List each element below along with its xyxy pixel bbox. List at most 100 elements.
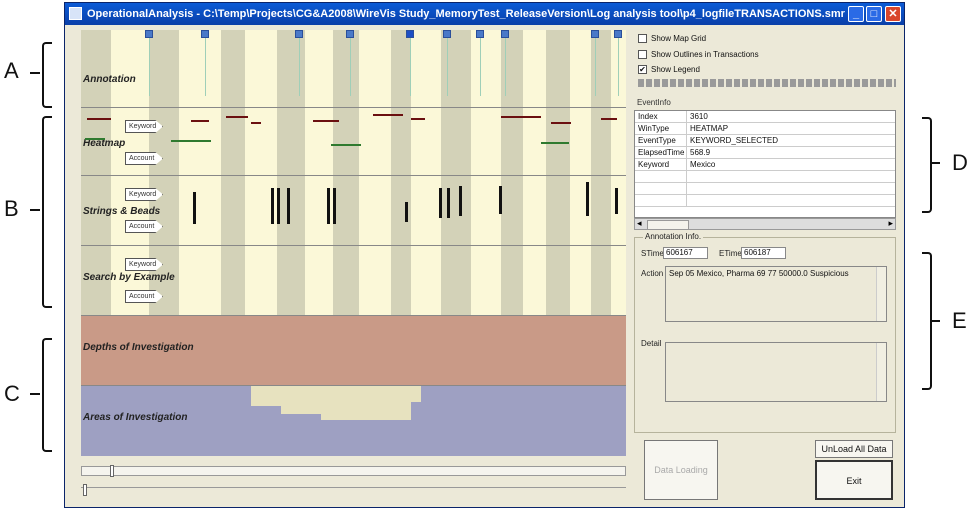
detail-textarea[interactable]: [665, 342, 887, 402]
event-info-value: 3610: [690, 112, 708, 121]
title-bar[interactable]: OperationalAnalysis - C:\Temp\Projects\C…: [65, 3, 904, 25]
scroll-left-icon[interactable]: ◂: [637, 218, 642, 228]
legend-checkbox[interactable]: ✔: [638, 65, 647, 75]
annotation-marker[interactable]: [201, 30, 209, 38]
event-info-value: HEATMAP: [690, 124, 729, 133]
annotation-marker[interactable]: [501, 30, 509, 38]
event-info-value: KEYWORD_SELECTED: [690, 136, 779, 145]
heatmap-cell: [601, 118, 617, 120]
heatmap-band-label: Heatmap: [83, 138, 126, 149]
event-info-empty-row: [635, 183, 895, 195]
annotation-marker[interactable]: [614, 30, 622, 38]
time-stripe: [81, 176, 111, 245]
event-info-key: EventType: [635, 135, 687, 146]
time-stripe: [591, 108, 611, 175]
zoom-slider[interactable]: [81, 465, 626, 477]
time-stripe: [441, 108, 471, 175]
action-scrollbar[interactable]: [876, 267, 886, 321]
time-stripe: [591, 30, 611, 107]
callout-b: B: [4, 196, 19, 221]
account-tag[interactable]: Account: [125, 220, 163, 233]
areas-of-investigation-band[interactable]: Areas of Investigation: [81, 386, 626, 456]
keyword-tag[interactable]: Keyword: [125, 258, 163, 271]
account-tag[interactable]: Account: [125, 290, 163, 303]
bracket-e-tick: [930, 320, 940, 322]
time-stripe: [441, 246, 471, 315]
annotation-marker-line: [350, 38, 351, 96]
maximize-button[interactable]: □: [866, 6, 882, 22]
bead-string: [287, 188, 290, 224]
time-slider-thumb[interactable]: [83, 484, 87, 496]
bead-string: [327, 188, 330, 224]
time-slider[interactable]: [81, 484, 626, 496]
bracket-a: [42, 42, 52, 108]
event-info-key: Index: [635, 111, 687, 122]
bracket-b: [42, 116, 52, 308]
depths-band-label: Depths of Investigation: [83, 342, 194, 353]
close-button[interactable]: ✕: [885, 6, 901, 22]
detail-label: Detail: [641, 339, 662, 348]
annotation-marker[interactable]: [443, 30, 451, 38]
annotation-info-group: Annotation Info. STime 606167 ETime 6061…: [634, 232, 896, 433]
event-info-scrollbar[interactable]: ◂ ▸: [634, 218, 896, 230]
time-stripe: [391, 30, 411, 107]
show-outlines-option[interactable]: Show Outlines in Transactions: [638, 49, 759, 61]
keyword-tag[interactable]: Keyword: [125, 188, 163, 201]
annotation-marker[interactable]: [476, 30, 484, 38]
annotation-band[interactable]: Annotation: [81, 30, 626, 108]
bead-string: [271, 188, 274, 224]
show-map-grid-option[interactable]: Show Map Grid: [638, 33, 706, 45]
bracket-d: [922, 117, 932, 213]
scroll-thumb[interactable]: [647, 220, 689, 230]
annotation-marker[interactable]: [406, 30, 414, 38]
bead-string: [586, 182, 589, 216]
annotation-marker[interactable]: [346, 30, 354, 38]
stime-field[interactable]: 606167: [663, 247, 708, 259]
time-stripe: [149, 176, 179, 245]
callout-e: E: [952, 308, 967, 333]
outlines-checkbox[interactable]: [638, 50, 647, 60]
annotation-marker-line: [205, 38, 206, 96]
areas-band-label: Areas of Investigation: [83, 412, 188, 423]
time-stripe: [277, 108, 305, 175]
etime-field[interactable]: 606187: [741, 247, 786, 259]
show-legend-option[interactable]: ✔Show Legend: [638, 64, 700, 76]
bead-string: [193, 192, 196, 224]
unload-all-data-button[interactable]: UnLoad All Data: [815, 440, 893, 458]
annotation-marker[interactable]: [145, 30, 153, 38]
account-tag[interactable]: Account: [125, 152, 163, 165]
exit-button[interactable]: Exit: [815, 460, 893, 500]
action-textarea[interactable]: Sep 05 Mexico, Pharma 69 77 50000.0 Susp…: [665, 266, 887, 322]
time-stripe: [333, 108, 359, 175]
map-grid-checkbox[interactable]: [638, 34, 647, 44]
bracket-d-tick: [930, 162, 940, 164]
bead-string: [615, 188, 618, 214]
annotation-marker-line: [618, 38, 619, 96]
time-stripe: [501, 108, 523, 175]
heatmap-cell: [85, 138, 105, 140]
depths-of-investigation-band[interactable]: Depths of Investigation: [81, 316, 626, 386]
keyword-tag[interactable]: Keyword: [125, 120, 163, 133]
minimize-button[interactable]: _: [848, 6, 864, 22]
time-stripe: [441, 176, 471, 245]
detail-scrollbar[interactable]: [876, 343, 886, 401]
annotation-marker[interactable]: [591, 30, 599, 38]
scroll-right-icon[interactable]: ▸: [888, 218, 893, 228]
time-stripe: [81, 246, 111, 315]
zoom-slider-thumb[interactable]: [110, 465, 114, 477]
data-loading-button[interactable]: Data Loading: [644, 440, 718, 500]
window-title: OperationalAnalysis - C:\Temp\Projects\C…: [87, 8, 845, 20]
annotation-marker[interactable]: [295, 30, 303, 38]
heatmap-cell: [331, 144, 361, 146]
time-stripe: [391, 176, 411, 245]
time-stripe: [501, 246, 523, 315]
